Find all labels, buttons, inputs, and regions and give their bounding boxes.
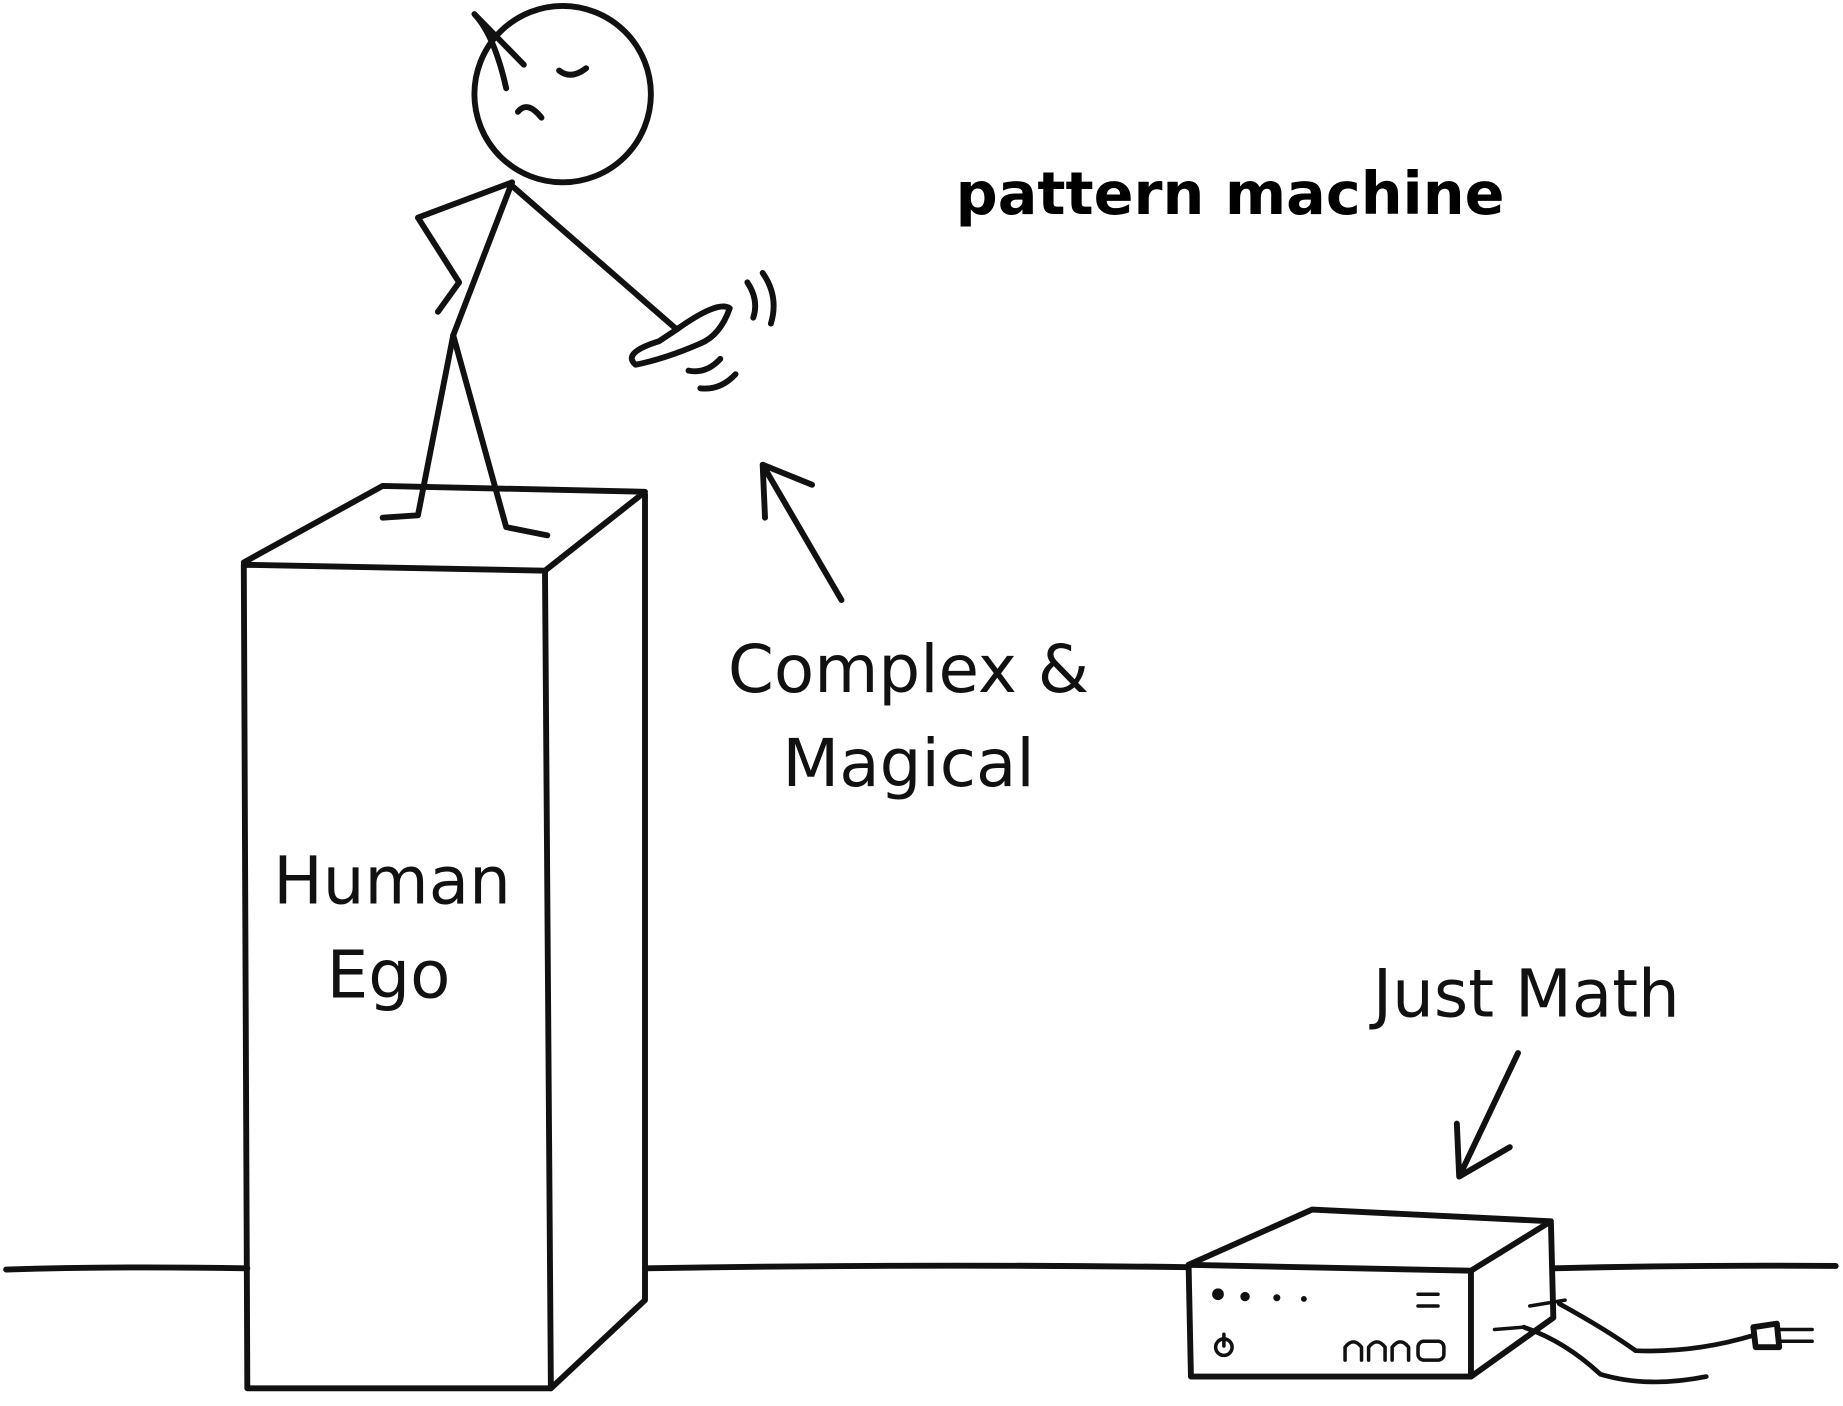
pillar-label-line1: Human <box>273 843 511 920</box>
figure-label-line1: Complex & <box>728 631 1089 708</box>
pillar: Human Ego <box>240 482 648 1392</box>
power-cord <box>1521 1301 1814 1385</box>
computer-box <box>1185 1206 1567 1380</box>
power-icon <box>1213 1332 1234 1358</box>
caption-text: pattern machine <box>956 159 1505 228</box>
box-label: Just Math <box>1369 956 1680 1033</box>
indicator-light <box>1212 1288 1224 1301</box>
ground-line <box>3 1262 1839 1273</box>
plug-icon <box>1750 1320 1814 1351</box>
figure-label-line2: Magical <box>782 725 1034 802</box>
arrow-to-box <box>1453 1050 1521 1180</box>
stick-figure <box>379 2 777 539</box>
pillar-label-line2: Ego <box>327 937 451 1014</box>
arrow-to-figure <box>759 461 845 603</box>
